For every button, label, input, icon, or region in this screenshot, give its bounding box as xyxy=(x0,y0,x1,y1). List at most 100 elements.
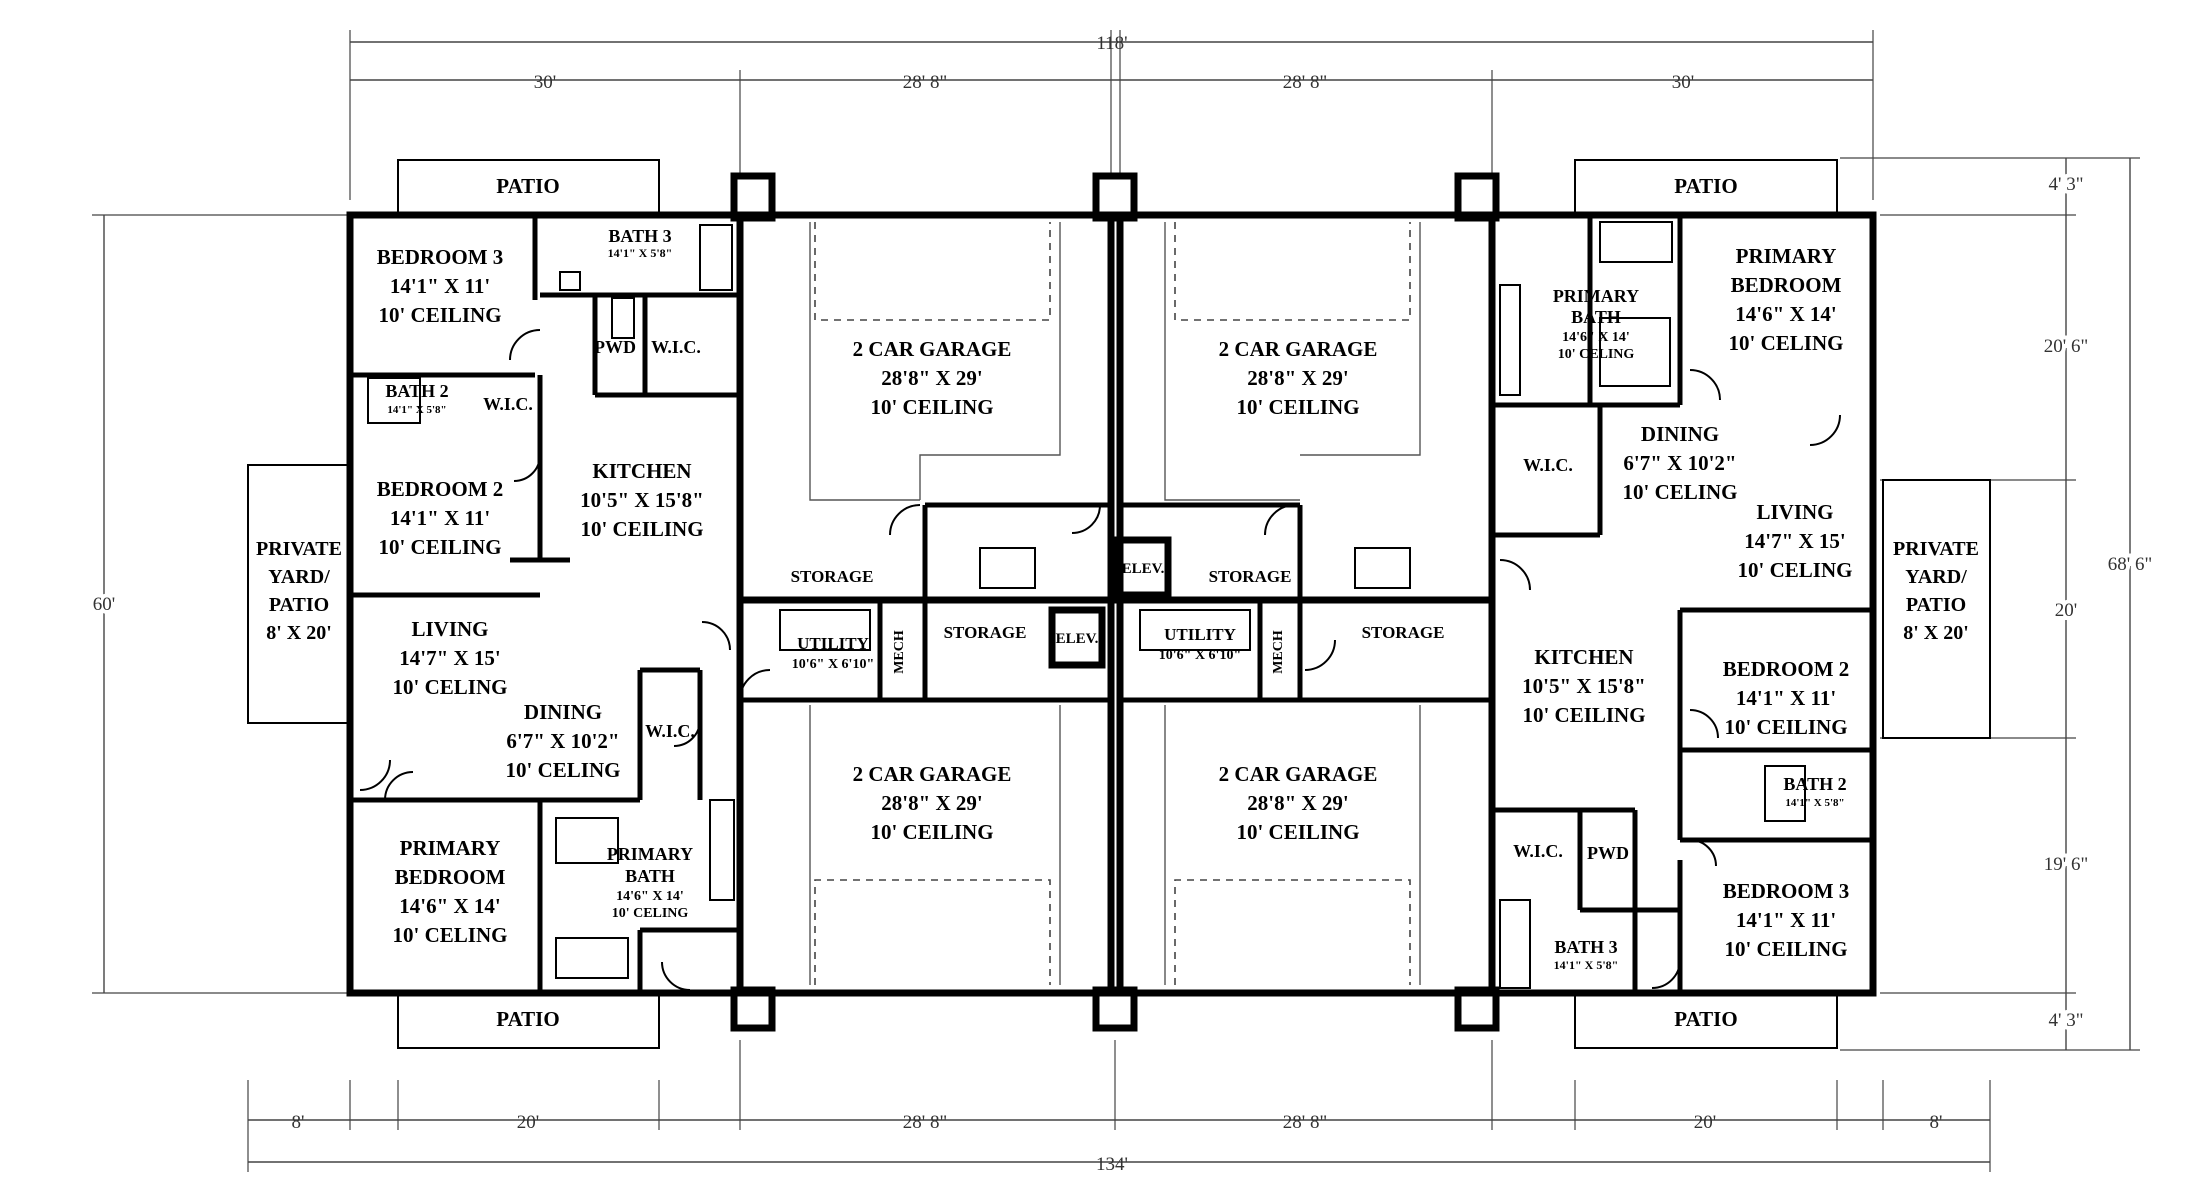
living-left-name: LIVING xyxy=(411,617,488,641)
garage-3-name: 2 CAR GARAGE xyxy=(853,762,1012,786)
primary-bedroom-right-l2: BEDROOM xyxy=(1731,273,1842,297)
dining-left-name: DINING xyxy=(524,700,602,724)
garage-2-ceiling: 10' CEILING xyxy=(1236,395,1359,419)
dining-right-ceiling: 10' CELING xyxy=(1623,480,1738,504)
primary-bedroom-left-l3: 14'6" X 14' xyxy=(399,894,501,918)
garage-1-size: 28'8" X 29' xyxy=(881,366,983,390)
utility-1-name: UTILITY xyxy=(797,634,869,653)
fixtures xyxy=(367,221,1806,989)
patio-label-bottom-left: PATIO xyxy=(496,1007,559,1031)
primary-bedroom-left-l1: PRIMARY xyxy=(400,836,501,860)
door-swings xyxy=(359,329,1841,991)
wic-right-bath: W.I.C. xyxy=(1513,841,1563,861)
living-right-ceiling: 10' CELING xyxy=(1738,558,1853,582)
utility-1-size: 10'6" X 6'10" xyxy=(792,657,874,672)
bath2-left-name: BATH 2 xyxy=(385,381,448,401)
dining-left-ceiling: 10' CELING xyxy=(506,758,621,782)
mech-1: MECH xyxy=(892,630,907,674)
utility-2-name: UTILITY xyxy=(1164,625,1236,644)
dimension-labels: 118' 30' 28' 8" 28' 8" 30' 8' 20' 28' 8"… xyxy=(89,33,2156,1175)
garage-2-size: 28'8" X 29' xyxy=(1247,366,1349,390)
bedroom2-left-size: 14'1" X 11' xyxy=(390,506,490,530)
dim-bottom-seg-5: 20' xyxy=(1694,1112,1716,1133)
garage-dashed-outlines xyxy=(809,222,1421,985)
elevator-1: ELEV. xyxy=(1122,561,1165,577)
kitchen-left-size: 10'5" X 15'8" xyxy=(580,488,704,512)
dim-bottom-seg-3: 28' 8" xyxy=(903,1112,947,1133)
dim-bottom-seg-6: 8' xyxy=(1930,1112,1943,1133)
bedroom2-right-ceiling: 10' CEILING xyxy=(1724,715,1847,739)
dim-bottom-seg-4: 28' 8" xyxy=(1283,1112,1327,1133)
living-left-size: 14'7" X 15' xyxy=(399,646,501,670)
bedroom2-right-size: 14'1" X 11' xyxy=(1736,686,1836,710)
patio-label-top-right: PATIO xyxy=(1674,174,1737,198)
garage-1-name: 2 CAR GARAGE xyxy=(853,337,1012,361)
living-right-name: LIVING xyxy=(1756,500,1833,524)
storage-3: STORAGE xyxy=(944,623,1027,642)
yard-right-l4: 8' X 20' xyxy=(1903,622,1969,644)
dim-right-seg-1: 4' 3" xyxy=(2049,174,2084,195)
bath3-right-name: BATH 3 xyxy=(1554,937,1617,957)
bedroom2-right-name: BEDROOM 2 xyxy=(1723,657,1850,681)
yard-left-l4: 8' X 20' xyxy=(266,622,332,644)
dim-top-seg-2: 28' 8" xyxy=(903,72,947,93)
utility-2-size: 10'6" X 6'10" xyxy=(1159,648,1241,663)
primary-bath-right-l3: 14'6" X 14' xyxy=(1562,330,1630,345)
dim-bottom-total: 134' xyxy=(1096,1154,1128,1175)
dining-left-size: 6'7" X 10'2" xyxy=(506,729,619,753)
yard-right-l2: YARD/ xyxy=(1905,566,1967,588)
dim-right-seg-5: 4' 3" xyxy=(2049,1010,2084,1031)
bedroom3-right-size: 14'1" X 11' xyxy=(1736,908,1836,932)
mech-2: MECH xyxy=(1271,630,1286,674)
dimension-lines xyxy=(92,30,2140,1172)
garage-1-ceiling: 10' CEILING xyxy=(870,395,993,419)
kitchen-right-ceiling: 10' CEILING xyxy=(1522,703,1645,727)
bath2-left-size: 14'1" X 5'8" xyxy=(387,404,446,416)
primary-bath-right-l2: BATH xyxy=(1571,307,1621,327)
dining-right-name: DINING xyxy=(1641,422,1719,446)
dim-top-seg-4: 30' xyxy=(1672,72,1694,93)
kitchen-left-ceiling: 10' CEILING xyxy=(580,517,703,541)
wic-left-top: W.I.C. xyxy=(651,337,701,357)
storage-4: STORAGE xyxy=(1362,623,1445,642)
bedroom3-left-size: 14'1" X 11' xyxy=(390,274,490,298)
bath3-right-size: 14'1" X 5'8" xyxy=(1554,958,1619,972)
pwd-right: PWD xyxy=(1587,843,1629,863)
dim-top-total: 118' xyxy=(1096,33,1127,54)
kitchen-right-name: KITCHEN xyxy=(1534,645,1633,669)
bath3-left-name: BATH 3 xyxy=(608,226,671,246)
bedroom3-right-name: BEDROOM 3 xyxy=(1723,879,1850,903)
garage-2-name: 2 CAR GARAGE xyxy=(1219,337,1378,361)
garage-4-name: 2 CAR GARAGE xyxy=(1219,762,1378,786)
primary-bath-left-l1: PRIMARY xyxy=(607,844,693,864)
primary-bath-right-l1: PRIMARY xyxy=(1553,286,1639,306)
primary-bath-left-l3: 14'6" X 14' xyxy=(616,889,684,904)
dim-bottom-seg-2: 20' xyxy=(517,1112,539,1133)
bedroom3-left-name: BEDROOM 3 xyxy=(377,245,504,269)
garage-4-ceiling: 10' CEILING xyxy=(1236,820,1359,844)
yard-right-l3: PATIO xyxy=(1906,594,1966,616)
wic-right-primary: W.I.C. xyxy=(1523,455,1573,475)
primary-bedroom-right-l3: 14'6" X 14' xyxy=(1735,302,1837,326)
patio-label-top-left: PATIO xyxy=(496,174,559,198)
dining-right-size: 6'7" X 10'2" xyxy=(1623,451,1736,475)
primary-bedroom-left-l2: BEDROOM xyxy=(395,865,506,889)
primary-bath-right-l4: 10' CELING xyxy=(1558,347,1635,362)
garage-3-size: 28'8" X 29' xyxy=(881,791,983,815)
primary-bedroom-left-l4: 10' CELING xyxy=(393,923,508,947)
wic-left-bath2: W.I.C. xyxy=(483,394,533,414)
dim-right-seg-3: 20' xyxy=(2055,600,2077,621)
bath2-right-size: 14'1" X 5'8" xyxy=(1785,797,1844,809)
bath2-right-name: BATH 2 xyxy=(1783,774,1846,794)
kitchen-left-name: KITCHEN xyxy=(592,459,691,483)
storage-1: STORAGE xyxy=(791,567,874,586)
dim-right-total: 68' 6" xyxy=(2108,554,2152,575)
primary-bath-left-l2: BATH xyxy=(625,866,675,886)
kitchen-right-size: 10'5" X 15'8" xyxy=(1522,674,1646,698)
bath3-left-size: 14'1" X 5'8" xyxy=(608,246,673,260)
bedroom3-right-ceiling: 10' CEILING xyxy=(1724,937,1847,961)
dim-top-seg-3: 28' 8" xyxy=(1283,72,1327,93)
room-labels: PATIO PATIO PATIO PATIO PRIVATE YARD/ PA… xyxy=(256,174,1979,1031)
wic-left-primary: W.I.C. xyxy=(645,721,695,741)
